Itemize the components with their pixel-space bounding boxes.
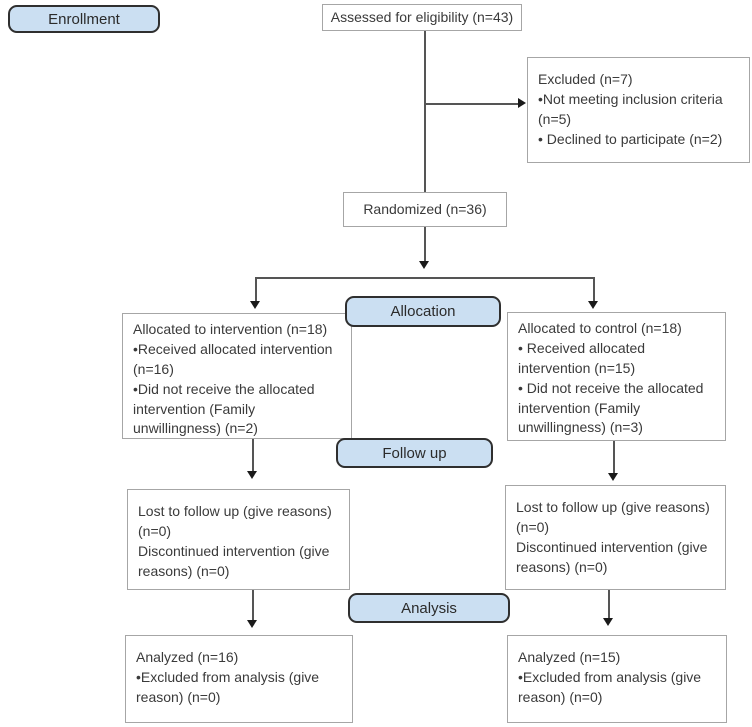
connector-alloc-to-followup-left	[252, 439, 254, 471]
connector-assessed-to-randomized	[424, 31, 426, 192]
allocated-control-line: • Received allocated intervention (n=15)	[518, 339, 646, 376]
analyzed-intervention-line: Analyzed (n=16)	[136, 649, 239, 665]
excluded-line: Excluded (n=7)	[538, 71, 633, 87]
randomized-text: Randomized (n=36)	[363, 200, 487, 217]
arrow-down-icon	[419, 261, 429, 269]
excluded-line: • Declined to participate (n=2)	[538, 130, 723, 147]
connector-followup-to-analysis-right	[608, 590, 610, 618]
arrow-right-icon	[518, 98, 526, 108]
stage-label-allocation: Allocation	[345, 296, 501, 327]
allocated-intervention-line: •Did not receive the allocated intervent…	[133, 380, 315, 437]
followup-intervention-box: Lost to follow up (give reasons) (n=0) D…	[127, 489, 350, 590]
stage-label-text: Analysis	[401, 599, 457, 617]
stage-label-text: Enrollment	[48, 10, 120, 28]
assessed-text: Assessed for eligibility (n=43)	[330, 8, 514, 25]
assessed-box: Assessed for eligibility (n=43)	[322, 4, 522, 31]
followup-control-line: Lost to follow up (give reasons) (n=0)	[516, 499, 710, 535]
connector-followup-to-analysis-left	[252, 590, 254, 620]
analyzed-control-box: Analyzed (n=15) •Excluded from analysis …	[507, 635, 727, 723]
followup-control-line: Discontinued intervention (give reasons)…	[516, 538, 708, 575]
excluded-box: Excluded (n=7) •Not meeting inclusion cr…	[527, 57, 750, 163]
analyzed-control-line: Analyzed (n=15)	[518, 649, 621, 665]
arrow-down-icon	[247, 620, 257, 628]
randomized-box: Randomized (n=36)	[343, 192, 507, 227]
stage-label-text: Allocation	[390, 303, 456, 320]
analyzed-control-line: •Excluded from analysis (give reason) (n…	[518, 668, 702, 705]
stage-label-text: Follow up	[382, 444, 447, 462]
arrow-down-icon	[247, 471, 257, 479]
arrow-down-icon	[603, 618, 613, 626]
followup-control-box: Lost to follow up (give reasons) (n=0) D…	[505, 485, 726, 590]
allocated-intervention-box: Allocated to intervention (n=18) •Receiv…	[122, 313, 352, 439]
allocated-intervention-line: Allocated to intervention (n=18)	[133, 321, 328, 337]
analyzed-intervention-box: Analyzed (n=16) •Excluded from analysis …	[125, 635, 353, 723]
connector-to-excluded	[424, 103, 518, 105]
connector-randomized-to-branch	[424, 227, 426, 261]
branch-left-drop	[255, 277, 257, 301]
allocated-control-line: Allocated to control (n=18)	[518, 320, 682, 336]
allocated-control-box: Allocated to control (n=18) • Received a…	[507, 312, 726, 441]
branch-line	[255, 277, 593, 279]
arrow-down-icon	[608, 473, 618, 481]
stage-label-followup: Follow up	[336, 438, 493, 468]
followup-intervention-line: Discontinued intervention (give reasons)…	[138, 542, 330, 579]
stage-label-analysis: Analysis	[348, 593, 510, 623]
arrow-down-icon	[588, 301, 598, 309]
stage-label-enrollment: Enrollment	[8, 5, 160, 33]
analyzed-intervention-line: •Excluded from analysis (give reason) (n…	[136, 668, 320, 705]
followup-intervention-line: Lost to follow up (give reasons) (n=0)	[138, 503, 332, 539]
allocated-intervention-line: •Received allocated intervention (n=16)	[133, 340, 333, 377]
allocated-control-line: • Did not receive the allocated interven…	[518, 379, 704, 436]
excluded-line: •Not meeting inclusion criteria (n=5)	[538, 90, 723, 127]
arrow-down-icon	[250, 301, 260, 309]
connector-alloc-to-followup-right	[613, 441, 615, 473]
branch-right-drop	[593, 277, 595, 301]
